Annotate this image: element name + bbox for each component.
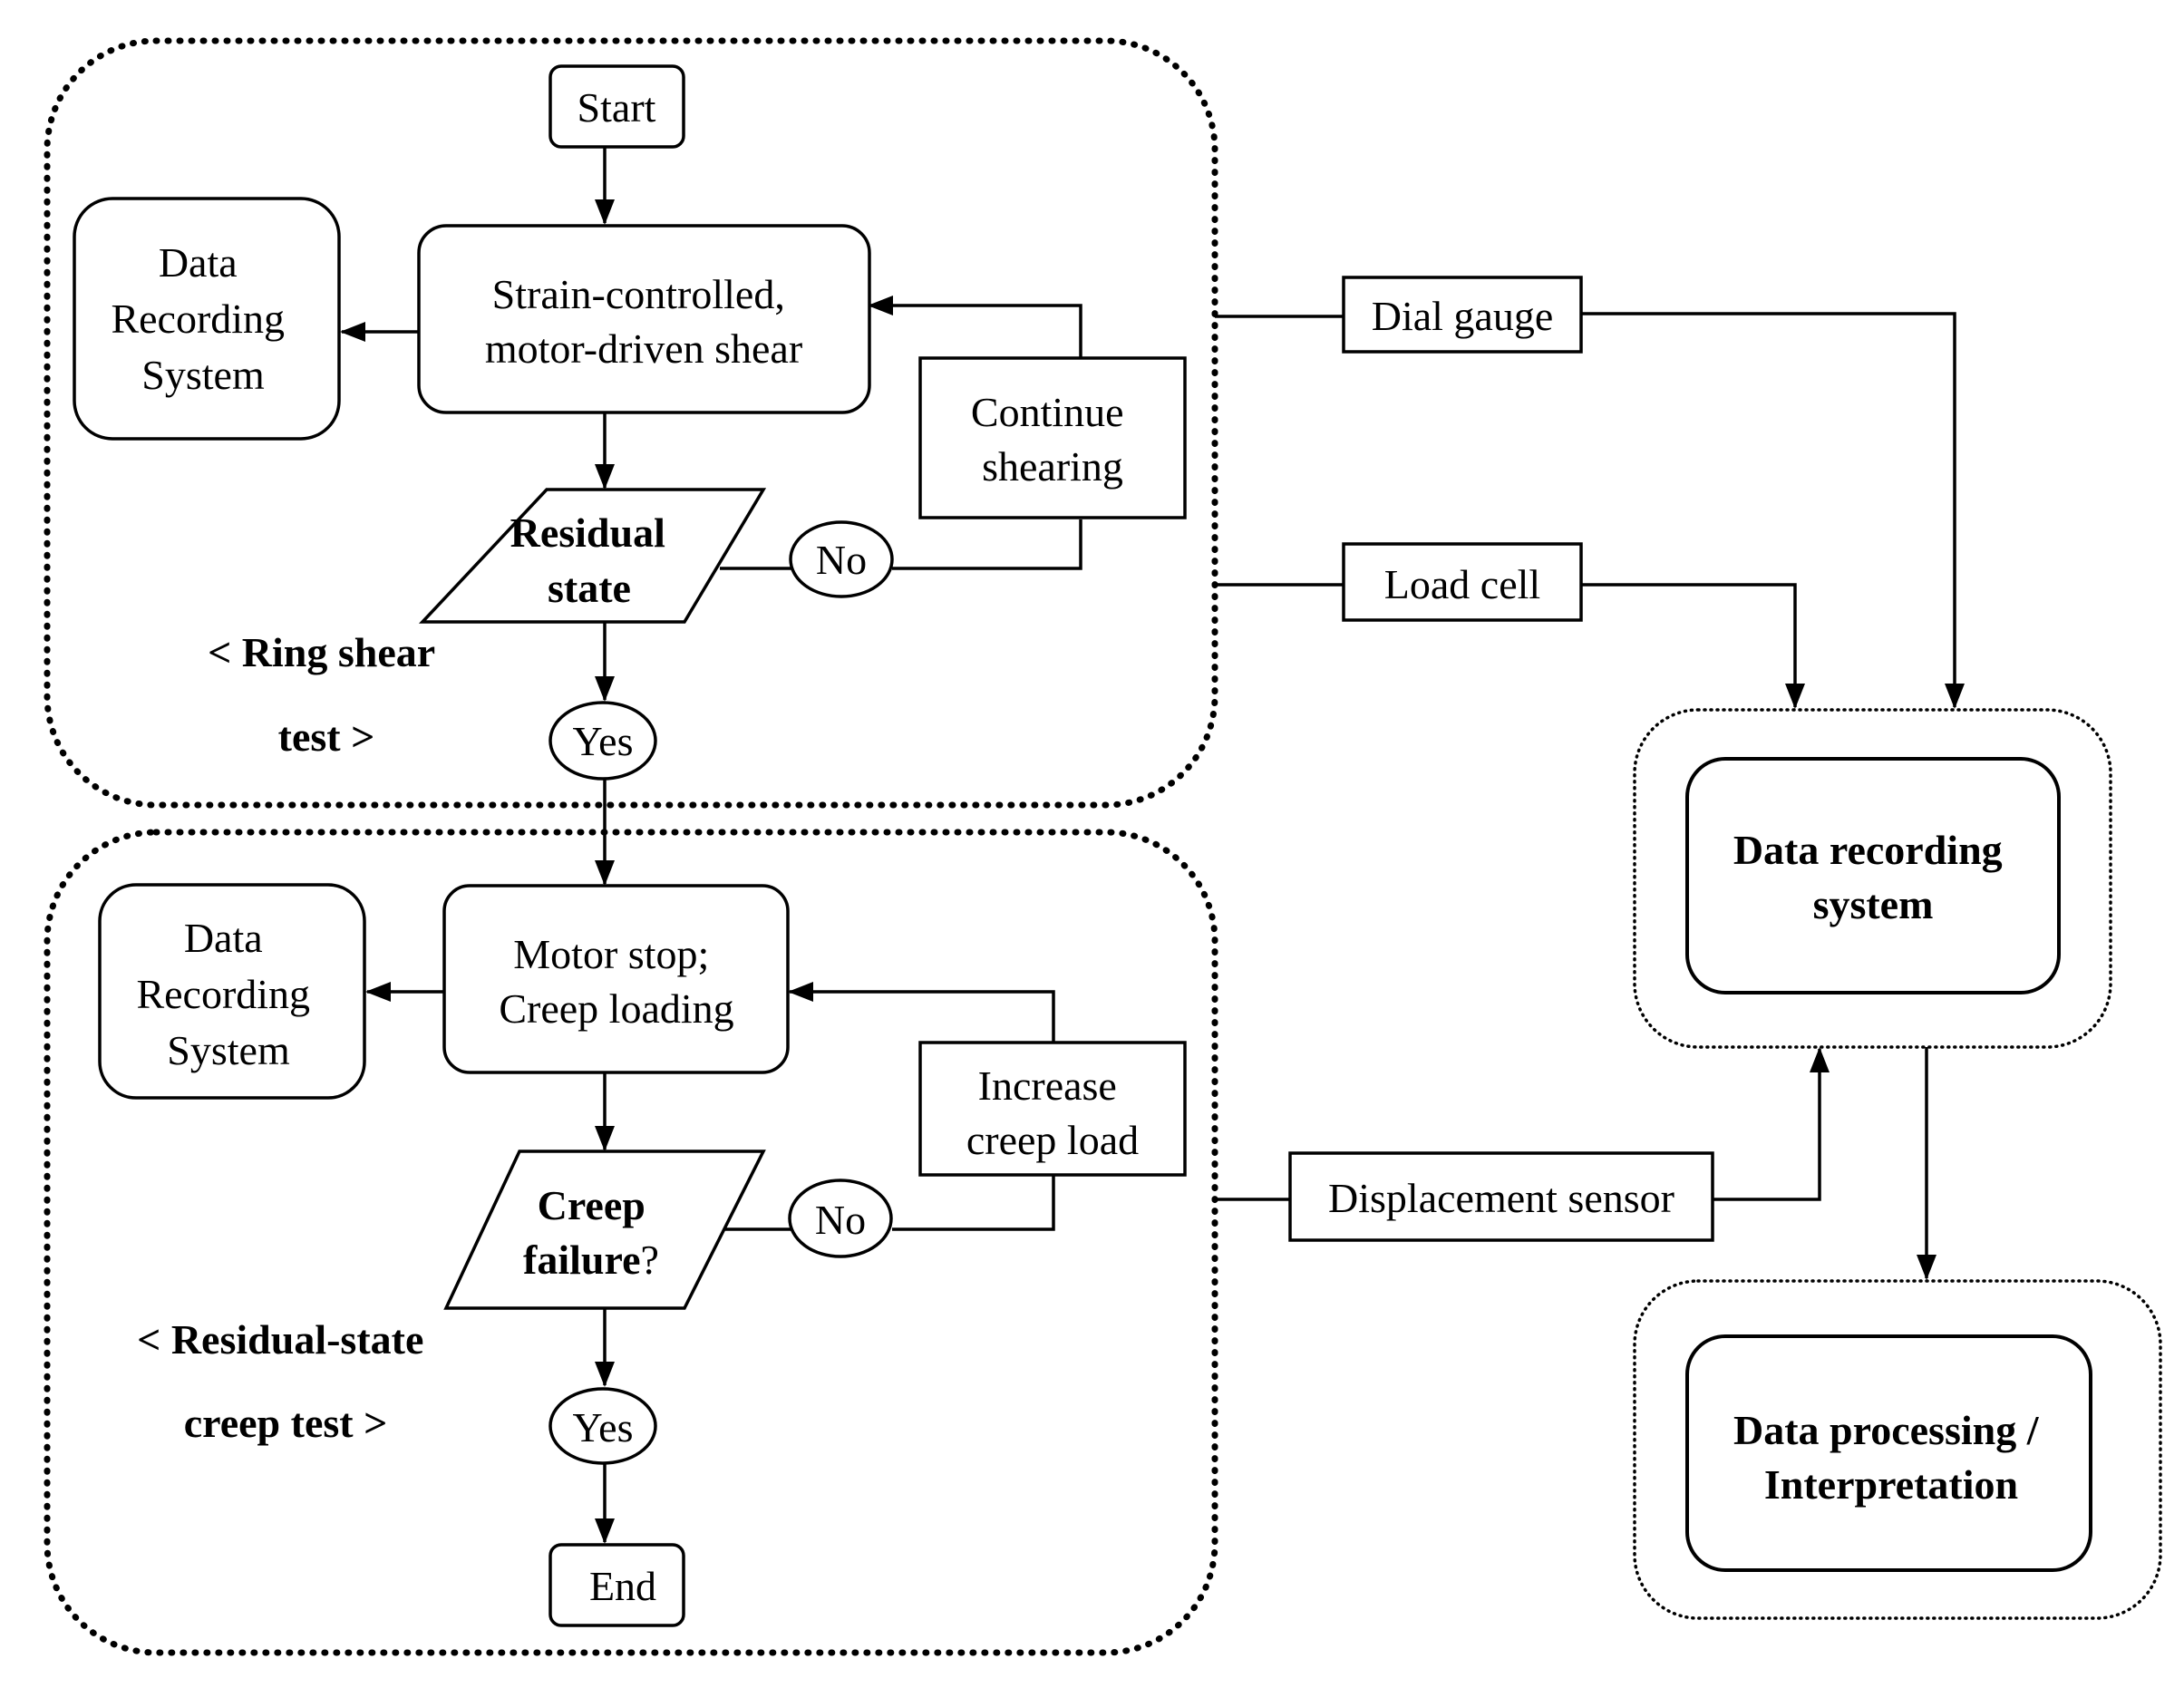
- motor-stop-label: Motor stop; Creep loading: [499, 931, 733, 1032]
- ring-shear-section-label: < Ring shear test >: [208, 629, 445, 760]
- continue-shearing-label: Continue shearing: [971, 389, 1134, 490]
- data-processing-box: [1685, 1334, 2092, 1572]
- creep-yes-node: [548, 1387, 657, 1465]
- data-processing-group: [1633, 1279, 2162, 1620]
- motor-stop-box: [442, 884, 790, 1074]
- end-label: End: [589, 1563, 656, 1609]
- increase-creep-load-label: Increase creep load: [966, 1062, 1139, 1163]
- data-recording-system-box: [1685, 757, 2061, 994]
- creep-recording-box: [98, 883, 366, 1100]
- creep-section-label: < Residual-state creep test >: [137, 1316, 434, 1446]
- shear-process-box: [417, 224, 871, 414]
- creep-failure-label: Creep failure?: [523, 1182, 659, 1283]
- ring-shear-yes-node: [548, 701, 657, 781]
- ring-shear-recording-box: [73, 197, 341, 441]
- dial-gauge-box: [1342, 276, 1583, 354]
- residual-state-decision: [418, 488, 767, 624]
- continue-to-shear-arrow: [868, 296, 1082, 358]
- data-recording-group: [1633, 708, 2112, 1049]
- load-cell-to-recording: [1581, 583, 1805, 709]
- end-node: [548, 1543, 685, 1627]
- shear-process-label: Strain-controlled, motor-driven shear: [485, 271, 802, 372]
- displacement-sensor-box: [1288, 1151, 1714, 1242]
- creep-no-label: No: [815, 1197, 866, 1243]
- creep-test-group: [44, 829, 1218, 1656]
- creep-yes-label: Yes: [573, 1404, 634, 1450]
- continue-shearing-box: [918, 356, 1187, 519]
- creep-recording-label: Data Recording System: [136, 915, 320, 1073]
- residual-state-label: Residual state: [510, 509, 676, 611]
- displacement-sensor-label: Displacement sensor: [1328, 1175, 1674, 1221]
- start-label: Start: [578, 84, 656, 131]
- no-loop-creep-return: [892, 1176, 1055, 1231]
- creep-failure-decision: [443, 1150, 766, 1310]
- ring-shear-recording-label: Data Recording System: [111, 239, 295, 398]
- increase-to-motor-arrow: [788, 982, 1055, 1043]
- load-cell-box: [1342, 542, 1583, 622]
- data-recording-system-label: Data recording system: [1733, 827, 2013, 927]
- ring-shear-group: [44, 37, 1218, 809]
- increase-creep-load-box: [918, 1041, 1187, 1177]
- dial-gauge-label: Dial gauge: [1372, 293, 1554, 339]
- load-cell-label: Load cell: [1384, 561, 1540, 607]
- start-node: [548, 64, 685, 149]
- ring-shear-no-node: [789, 520, 894, 598]
- displacement-to-recording: [1713, 1047, 1830, 1201]
- no-loop-ring-shear-return: [892, 519, 1082, 570]
- ring-shear-no-label: No: [816, 537, 867, 583]
- data-processing-label: Data processing / Interpretation: [1733, 1407, 2049, 1508]
- dial-gauge-to-recording: [1581, 312, 1965, 709]
- creep-no-node: [788, 1179, 893, 1258]
- ring-shear-yes-label: Yes: [573, 718, 634, 764]
